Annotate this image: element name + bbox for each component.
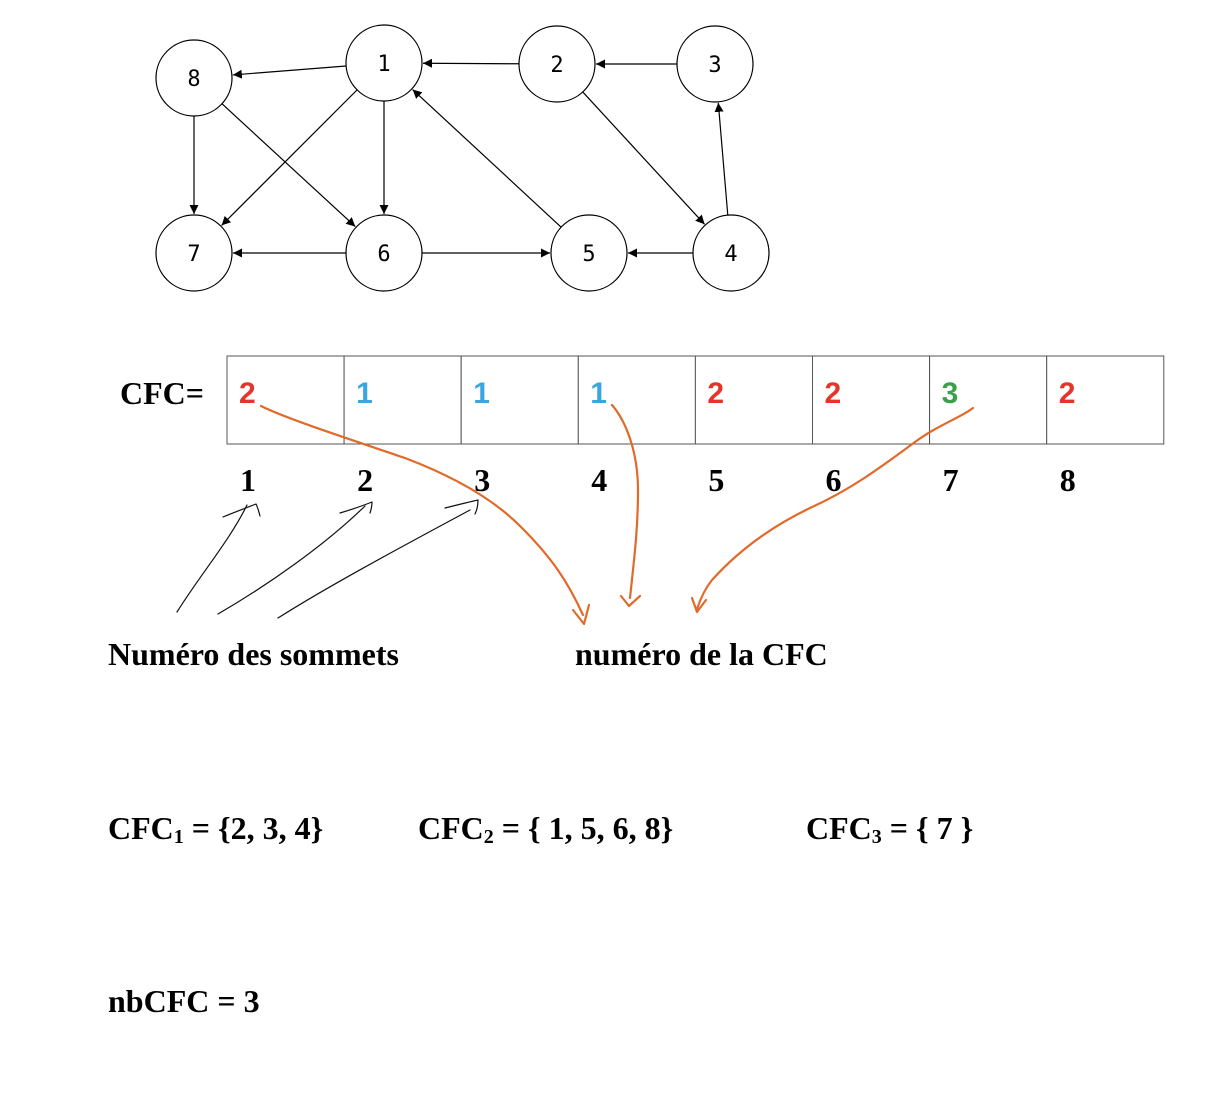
array-index-1: 1 xyxy=(240,462,256,498)
array-cell-3 xyxy=(460,355,579,445)
array-index-7: 7 xyxy=(943,462,959,498)
cfc-set-1: CFC1 = {2, 3, 4} xyxy=(108,810,323,848)
orange-pointer-1-head xyxy=(571,603,591,626)
array-cell-8 xyxy=(1046,355,1165,445)
array-index-2: 2 xyxy=(357,462,373,498)
array-index-6: 6 xyxy=(826,462,842,498)
cfc-number-caption: numéro de la CFC xyxy=(575,636,828,672)
array-value-6: 2 xyxy=(825,377,842,410)
node-label: 5 xyxy=(582,242,595,267)
node-circle xyxy=(692,214,770,292)
edge-1-to-8 xyxy=(232,65,347,79)
pointer-stroke xyxy=(176,504,248,613)
array-value-7: 3 xyxy=(942,377,959,410)
array-value-5: 2 xyxy=(707,377,724,410)
node-label: 8 xyxy=(187,67,200,92)
pointer-stroke xyxy=(277,509,471,619)
graph-node-6: 6 xyxy=(345,214,423,292)
pointer-stroke xyxy=(339,501,373,514)
node-circle xyxy=(676,25,754,103)
cfc-set-3: CFC3 = { 7 } xyxy=(806,810,973,848)
orange-pointer-3-head xyxy=(690,596,708,614)
array-index-5: 5 xyxy=(708,462,724,498)
orange-pointer-2 xyxy=(610,403,640,600)
array-value-1: 2 xyxy=(239,377,256,410)
node-label: 2 xyxy=(550,53,563,78)
array-label: CFC= xyxy=(120,375,204,411)
cfc-set-2: CFC2 = { 1, 5, 6, 8} xyxy=(418,810,673,848)
array-index-8: 8 xyxy=(1060,462,1076,498)
node-label: 4 xyxy=(724,242,737,267)
pointer-stroke xyxy=(217,505,366,615)
graph-node-7: 7 xyxy=(155,214,233,292)
pointer-stroke xyxy=(222,503,261,518)
orange-pointer-3 xyxy=(695,406,975,611)
graph-node-1: 1 xyxy=(345,24,423,102)
node-circle xyxy=(518,25,596,103)
array-cell-7 xyxy=(929,355,1048,445)
graph-node-3: 3 xyxy=(676,25,754,103)
node-label: 6 xyxy=(377,242,390,267)
array-cell-6 xyxy=(812,355,931,445)
array-value-2: 1 xyxy=(356,377,373,410)
cfc-array: 2 1 1 1 2 2 3 2 xyxy=(226,355,1165,445)
pointer-stroke xyxy=(444,499,479,515)
array-index-3: 3 xyxy=(474,462,490,498)
array-cell-5 xyxy=(694,355,814,445)
array-value-3: 1 xyxy=(473,377,490,410)
graph-node-8: 8 xyxy=(155,39,233,117)
node-label: 7 xyxy=(187,242,200,267)
edge-8-to-6 xyxy=(221,103,356,228)
edge-5-to-1 xyxy=(412,89,562,228)
edge-1-to-7 xyxy=(221,89,358,226)
array-index-4: 4 xyxy=(591,462,607,498)
node-circle xyxy=(345,24,423,102)
cfc-count: nbCFC = 3 xyxy=(108,983,260,1019)
edge-2-to-1 xyxy=(422,58,520,68)
cfc-number-pointers xyxy=(259,403,975,626)
orange-pointer-1 xyxy=(259,404,585,617)
node-circle xyxy=(155,214,233,292)
node-circle xyxy=(345,214,423,292)
graph-node-5: 5 xyxy=(550,214,628,292)
node-circle xyxy=(550,214,628,292)
graph-node-4: 4 xyxy=(692,214,770,292)
edge-4-to-3 xyxy=(714,102,729,216)
graph-edges xyxy=(189,58,729,258)
node-label: 3 xyxy=(708,53,721,78)
array-value-8: 2 xyxy=(1059,377,1076,410)
graph-nodes: 1 2 3 4 5 6 7 8 xyxy=(155,24,770,292)
orange-pointer-2-head xyxy=(619,594,642,608)
edge-2-to-4 xyxy=(582,91,706,225)
vertex-index-row: 1 2 3 4 5 6 7 8 xyxy=(240,462,1076,498)
node-circle xyxy=(155,39,233,117)
vertex-numbers-caption: Numéro des sommets xyxy=(108,636,399,672)
array-value-4: 1 xyxy=(590,377,607,410)
vertex-number-pointers xyxy=(176,499,479,619)
graph-node-2: 2 xyxy=(518,25,596,103)
array-cell-4 xyxy=(577,355,696,445)
node-label: 1 xyxy=(377,52,390,77)
